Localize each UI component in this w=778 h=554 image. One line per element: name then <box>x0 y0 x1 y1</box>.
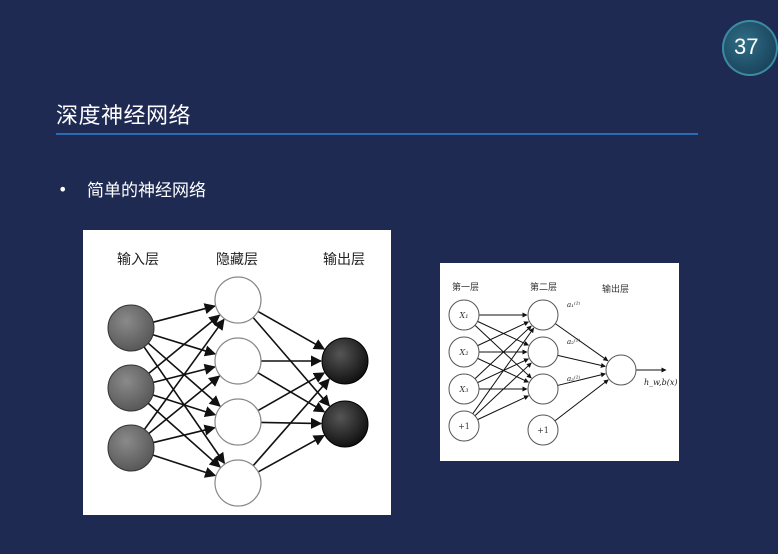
connection-arrow <box>148 314 221 375</box>
output-node <box>321 337 369 385</box>
input-node <box>107 364 155 412</box>
layer-label-input: 输入层 <box>117 252 159 268</box>
page-number: 37 <box>734 34 759 59</box>
neural-network-diagram-left: 输入层 隐藏层 输出层 <box>83 230 391 515</box>
connection-arrow <box>554 379 609 422</box>
connection-arrow <box>153 424 216 444</box>
neural-network-diagram-right: 第一层 第二层 输出层 X₁ X₂ X₃ +1 a₁⁽²⁾ a₂⁽²⁾ a₃⁽²⁾ +1 h_… <box>440 263 679 461</box>
input-node-label: X₁ <box>459 311 469 320</box>
output-node <box>321 400 369 448</box>
nodes-right: X₁ X₂ X₃ +1 a₁⁽²⁾ a₂⁽²⁾ a₃⁽²⁾ +1 <box>448 299 637 446</box>
hidden-node <box>527 299 559 331</box>
connection-arrow <box>557 372 606 386</box>
input-node-label: X₃ <box>459 385 469 394</box>
connection-arrow <box>252 378 330 467</box>
connection-arrow <box>474 325 532 380</box>
layer-label-output: 输出层 <box>323 252 365 268</box>
layer-label-output-right: 输出层 <box>602 283 629 295</box>
activation-label: a₁⁽²⁾ <box>567 300 581 309</box>
layer-label-second: 第二层 <box>530 281 557 293</box>
connection-arrow <box>477 395 529 421</box>
connection-arrow <box>153 303 216 323</box>
input-node-label: X₂ <box>459 348 469 357</box>
connections-left <box>143 303 331 478</box>
nodes-left <box>107 276 369 507</box>
neural-network-right-svg: 第一层 第二层 输出层 X₁ X₂ X₃ +1 a₁⁽²⁾ a₂⁽²⁾ a₃⁽²⁾ +1 h_… <box>448 281 677 446</box>
connection-arrow <box>557 354 606 368</box>
hidden-node <box>214 276 262 324</box>
connection-arrow <box>148 375 221 435</box>
connection-arrow <box>257 310 326 350</box>
activation-label: a₂⁽²⁾ <box>567 337 581 346</box>
hidden-node <box>214 459 262 507</box>
input-node <box>107 424 155 472</box>
neural-network-left-svg: 输入层 隐藏层 输出层 <box>107 252 369 507</box>
input-node <box>448 373 480 405</box>
bias-node-label: +1 <box>537 426 549 435</box>
connection-arrow <box>474 362 532 417</box>
bullet-icon: • <box>58 180 68 199</box>
connection-arrow <box>257 434 325 473</box>
connection-arrow <box>472 327 535 415</box>
input-node <box>448 410 480 442</box>
hidden-node <box>214 337 262 385</box>
input-node <box>448 299 480 331</box>
bullet-text: 简单的神经网络 <box>87 181 206 201</box>
connection-arrow <box>477 321 529 347</box>
output-function-label: h_w,b(x) <box>644 378 677 387</box>
input-node <box>448 336 480 368</box>
connection-arrow <box>257 372 326 412</box>
output-node <box>605 354 637 386</box>
page-number-badge: 37 <box>722 20 778 76</box>
layer-label-hidden: 隐藏层 <box>216 252 258 268</box>
slide-title: 深度神经网络 <box>56 104 192 129</box>
connection-arrow <box>143 318 225 430</box>
hidden-node <box>214 398 262 446</box>
connection-arrow <box>152 454 217 478</box>
hidden-node <box>527 373 559 405</box>
input-node <box>107 304 155 352</box>
title-divider <box>56 133 698 135</box>
input-node-label: +1 <box>458 422 470 431</box>
layer-label-first: 第一层 <box>452 281 479 293</box>
connection-arrow <box>554 323 609 362</box>
connections-right <box>472 312 667 422</box>
hidden-node <box>527 336 559 368</box>
bias-node <box>527 414 559 446</box>
activation-label: a₃⁽²⁾ <box>567 374 581 383</box>
